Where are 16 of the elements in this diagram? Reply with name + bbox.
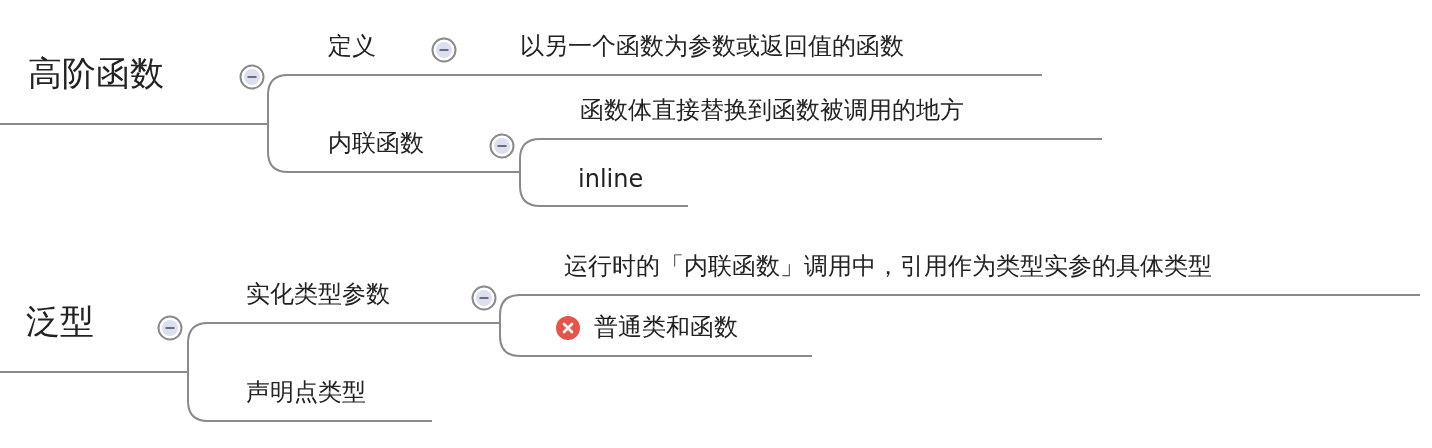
topic-text: 普通类和函数	[594, 312, 738, 343]
topic: 以另一个函数为参数或返回值的函数	[500, 30, 1042, 76]
branch-line	[499, 294, 521, 324]
topic: 运行时的「内联函数」调用中，引用作为类型实参的具体类型	[520, 250, 1420, 296]
branch-line	[267, 123, 291, 173]
topic: inline	[540, 161, 688, 207]
branch-line	[459, 74, 501, 76]
branch-line	[519, 171, 541, 207]
topic: 声明点类型	[208, 376, 432, 422]
topic: 函数体直接替换到函数被调用的地方	[540, 94, 1102, 140]
branch-line	[187, 322, 209, 373]
branch-line	[187, 371, 209, 422]
branch-line	[519, 138, 541, 173]
branch-line	[499, 322, 521, 357]
branch-line	[267, 74, 291, 125]
topic	[520, 311, 812, 357]
